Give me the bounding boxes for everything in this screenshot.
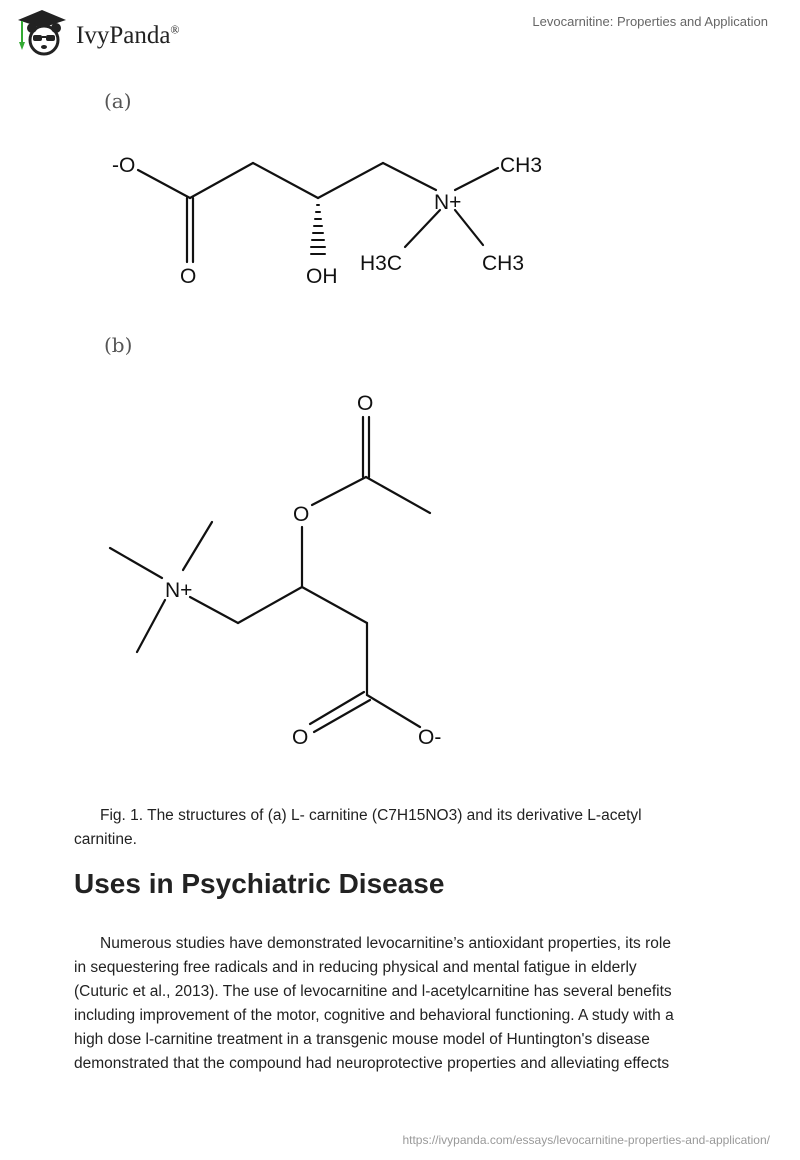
panel-b-label: (b)	[104, 333, 132, 357]
atom-o: O	[293, 503, 309, 526]
logo-text: IvyPanda®	[76, 22, 180, 49]
paragraph-line: (Cuturic et al., 2013). The use of levoc…	[74, 983, 672, 1000]
atom-o-minus: O-	[418, 726, 441, 749]
figure-caption: Fig. 1. The structures of (a) L- carniti…	[74, 804, 724, 852]
acetyl-carnitine-bonds	[108, 415, 432, 734]
caption-line: Fig. 1. The structures of (a) L- carniti…	[100, 807, 642, 824]
ivypanda-logo[interactable]: IvyPanda®	[14, 8, 180, 56]
atom-n-plus: N+	[165, 579, 192, 602]
hashed-wedge-bond	[310, 204, 326, 255]
footer-url-link[interactable]: https://ivypanda.com/essays/levocarnitin…	[402, 1133, 770, 1147]
l-carnitine-bonds	[136, 161, 500, 264]
chemical-structures-figure: (a) -O O OH N+ CH3 H3C CH3 (b) O O N+ O …	[104, 89, 542, 749]
atom-o: O	[292, 726, 308, 749]
caption-line: carnitine.	[74, 831, 137, 848]
document-title: Levocarnitine: Properties and Applicatio…	[532, 14, 768, 29]
paragraph-line: in sequestering free radicals and in red…	[74, 959, 637, 976]
paragraph-line: Numerous studies have demonstrated levoc…	[100, 935, 671, 952]
paragraph-line: high dose l-carnitine treatment in a tra…	[74, 1031, 650, 1048]
atom-o-minus: -O	[112, 154, 135, 177]
atom-o: O	[357, 392, 373, 415]
section-heading: Uses in Psychiatric Disease	[74, 868, 445, 899]
panel-a-label: (a)	[104, 89, 132, 113]
paragraph-line: including improvement of the motor, cogn…	[74, 1007, 674, 1024]
atom-h3c: H3C	[360, 252, 402, 275]
atom-n-plus: N+	[434, 191, 461, 214]
atom-o: O	[180, 265, 196, 288]
atom-ch3: CH3	[500, 154, 542, 177]
atom-oh: OH	[306, 265, 338, 288]
body-paragraph: Numerous studies have demonstrated levoc…	[74, 932, 754, 1076]
panda-graduate-icon	[18, 10, 66, 56]
atom-ch3: CH3	[482, 252, 524, 275]
paragraph-line: demonstrated that the compound had neuro…	[74, 1055, 670, 1072]
